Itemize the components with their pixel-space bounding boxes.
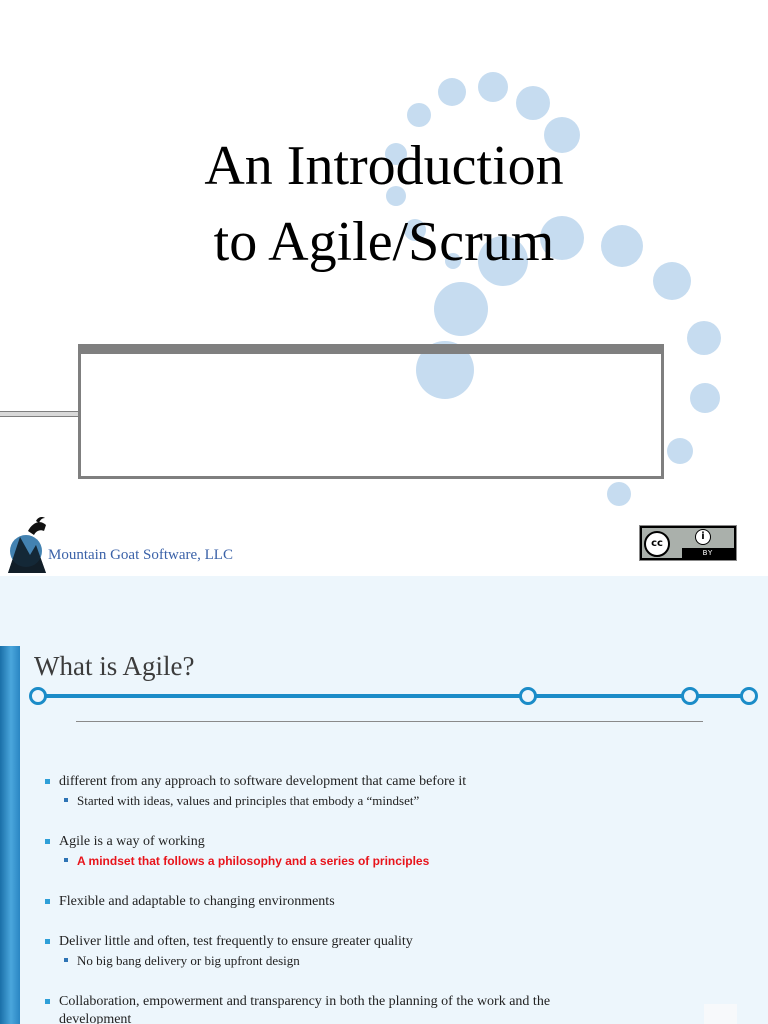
decorative-dot — [478, 236, 528, 286]
decorative-dot — [540, 216, 584, 260]
cc-badge-background: cc i BY — [642, 528, 734, 558]
decorative-dot — [601, 225, 643, 267]
sidebar-accent-bar — [0, 646, 20, 1024]
decorative-dot — [445, 253, 461, 269]
bullet-list: different from any approach to software … — [45, 773, 565, 1024]
cc-by-license-badge[interactable]: cc i BY — [639, 525, 737, 561]
decorative-dot — [653, 262, 691, 300]
goat-logo-icon — [8, 517, 46, 573]
title-line-1: An Introduction — [204, 135, 564, 197]
sub-bullet-highlight: A mindset that follows a philosophy and … — [45, 851, 565, 871]
connector-bar — [0, 411, 78, 417]
decorative-dot — [667, 438, 693, 464]
attribution-icon: i — [695, 529, 711, 545]
bullet-item: Deliver little and often, test frequentl… — [45, 933, 565, 951]
decorative-dot — [385, 143, 407, 165]
divider — [76, 721, 703, 722]
decorative-dot — [516, 86, 550, 120]
decorative-dot — [478, 72, 508, 102]
subtitle-box — [78, 344, 664, 479]
sub-bullet-item: No big bang delivery or big upfront desi… — [45, 951, 565, 971]
slide-corner-box — [704, 1004, 737, 1024]
decorative-dot — [434, 282, 488, 336]
title-slide: An Introduction to Agile/Scrum Mountain … — [0, 72, 737, 573]
bullet-item: Flexible and adaptable to changing envir… — [45, 893, 565, 911]
by-label: BY — [682, 548, 734, 558]
sub-bullet-item: Started with ideas, values and principle… — [45, 791, 565, 811]
decorative-dot — [407, 103, 431, 127]
decorative-dot — [607, 482, 631, 506]
decorative-dot — [690, 383, 720, 413]
title-underline-rule — [29, 687, 758, 705]
bullet-item: different from any approach to software … — [45, 773, 565, 791]
slide-title: An Introduction to Agile/Scrum — [130, 128, 638, 280]
decorative-dot — [544, 117, 580, 153]
cc-icon: cc — [644, 531, 670, 557]
decorative-dot — [404, 219, 426, 241]
decorative-dot — [438, 78, 466, 106]
slide-title: What is Agile? — [34, 651, 195, 681]
decorative-dot — [687, 321, 721, 355]
title-line-2: to Agile/Scrum — [213, 211, 555, 273]
decorative-dot — [386, 186, 406, 206]
bullet-item: Collaboration, empowerment and transpare… — [45, 993, 565, 1024]
content-slide: What is Agile? different from any approa… — [0, 576, 768, 1024]
bullet-item: Agile is a way of working — [45, 833, 565, 851]
company-name: Mountain Goat Software, LLC — [48, 547, 233, 563]
